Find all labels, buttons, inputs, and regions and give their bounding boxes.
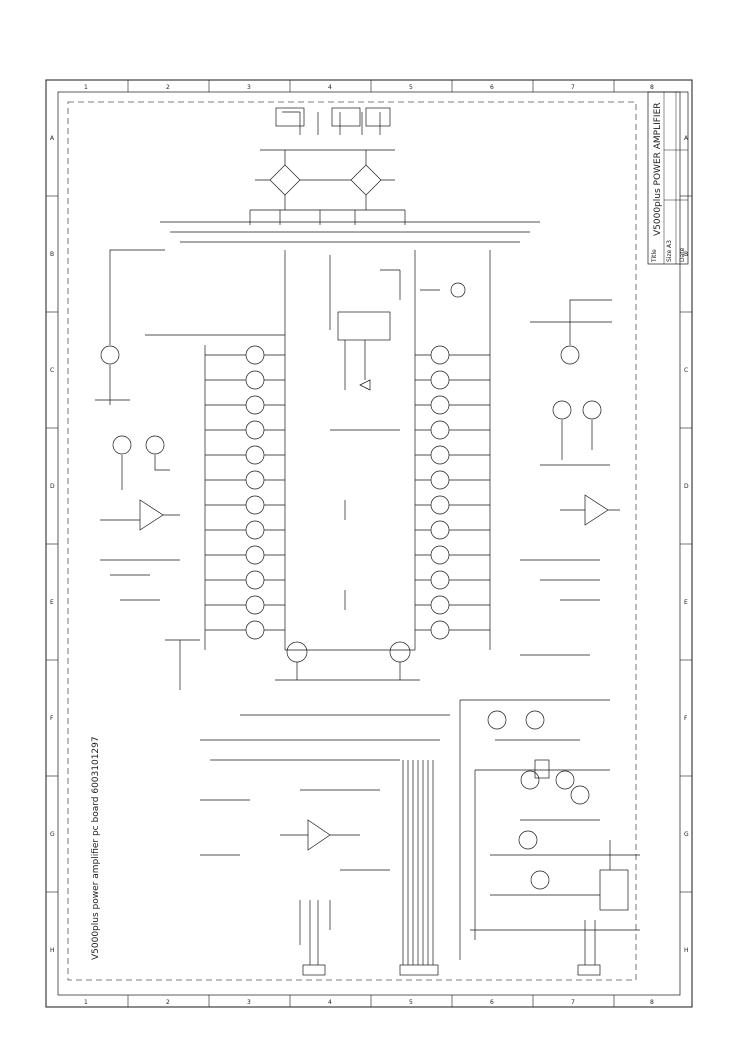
zone-ticks	[46, 80, 692, 1007]
zone-left-g: G	[50, 831, 55, 838]
output-stage	[204, 250, 491, 681]
zone-right-f: F	[684, 715, 688, 722]
zone-left-b: B	[50, 251, 54, 258]
connector-center	[399, 964, 439, 976]
protection-section	[459, 699, 640, 960]
title-block-frame	[647, 91, 689, 265]
zone-top-3: 3	[247, 84, 251, 91]
zone-top-5: 5	[409, 84, 413, 91]
zone-bottom-8: 8	[650, 999, 654, 1006]
connector-left	[302, 964, 326, 976]
left-input-stage	[95, 249, 285, 690]
zone-bottom-4: 4	[328, 999, 332, 1006]
right-transistor-column	[415, 345, 490, 640]
bias-section	[329, 255, 466, 610]
date-label: Date	[679, 247, 686, 262]
zone-right-a: A	[684, 135, 689, 142]
size-value: A3	[666, 240, 673, 248]
zone-right-b: B	[684, 251, 688, 258]
zone-right-g: G	[684, 831, 689, 838]
bridge-rectifier-right	[350, 164, 382, 196]
zone-left-a: A	[50, 135, 55, 142]
bottom-connectors	[302, 760, 601, 976]
zone-left-c: C	[50, 367, 54, 374]
opamp-bottom	[307, 819, 331, 851]
zone-bottom-1: 1	[84, 999, 88, 1006]
board-outline	[67, 101, 637, 981]
outer-frame	[45, 79, 693, 1008]
zone-top-7: 7	[571, 84, 575, 91]
opamp-right	[584, 494, 609, 526]
limiter-section	[200, 714, 450, 945]
zone-bottom-3: 3	[247, 999, 251, 1006]
zone-bottom-2: 2	[166, 999, 170, 1006]
board-caption: V5000plus power amplifier pc board 60031…	[91, 736, 101, 960]
zone-top-8: 8	[650, 84, 654, 91]
title-label: Title	[651, 249, 658, 263]
zone-right-d: D	[684, 483, 689, 490]
zone-bottom-5: 5	[409, 999, 413, 1006]
zone-top-4: 4	[328, 84, 332, 91]
zone-bottom-6: 6	[490, 999, 494, 1006]
opamp-left	[139, 499, 164, 531]
zone-left-h: H	[50, 947, 55, 954]
right-input-stage	[520, 299, 620, 656]
title-block-title: V5000plus POWER AMPLIFIER	[653, 102, 663, 236]
zone-top-1: 1	[84, 84, 88, 91]
zone-right-h: H	[684, 947, 689, 954]
left-transistor-column	[205, 345, 285, 640]
inner-frame	[57, 91, 681, 996]
zone-left-f: F	[50, 715, 54, 722]
title-block: V5000plus POWER AMPLIFIER Title Size A3 …	[647, 91, 689, 265]
zone-left-d: D	[50, 483, 55, 490]
size-label: Size	[666, 249, 673, 262]
zone-top-2: 2	[166, 84, 170, 91]
zone-right-c: C	[684, 367, 688, 374]
zone-top-6: 6	[490, 84, 494, 91]
zone-left-e: E	[50, 599, 54, 606]
connector-right	[577, 964, 601, 976]
rectifier-section	[160, 107, 540, 243]
bridge-rectifier-left	[269, 164, 301, 196]
zone-labels: 1 2 3 4 5 6 7 8 1 2 3 4 5 6 7 8 A B C D …	[50, 84, 689, 1006]
zone-right-e: E	[684, 599, 688, 606]
zone-bottom-7: 7	[571, 999, 575, 1006]
